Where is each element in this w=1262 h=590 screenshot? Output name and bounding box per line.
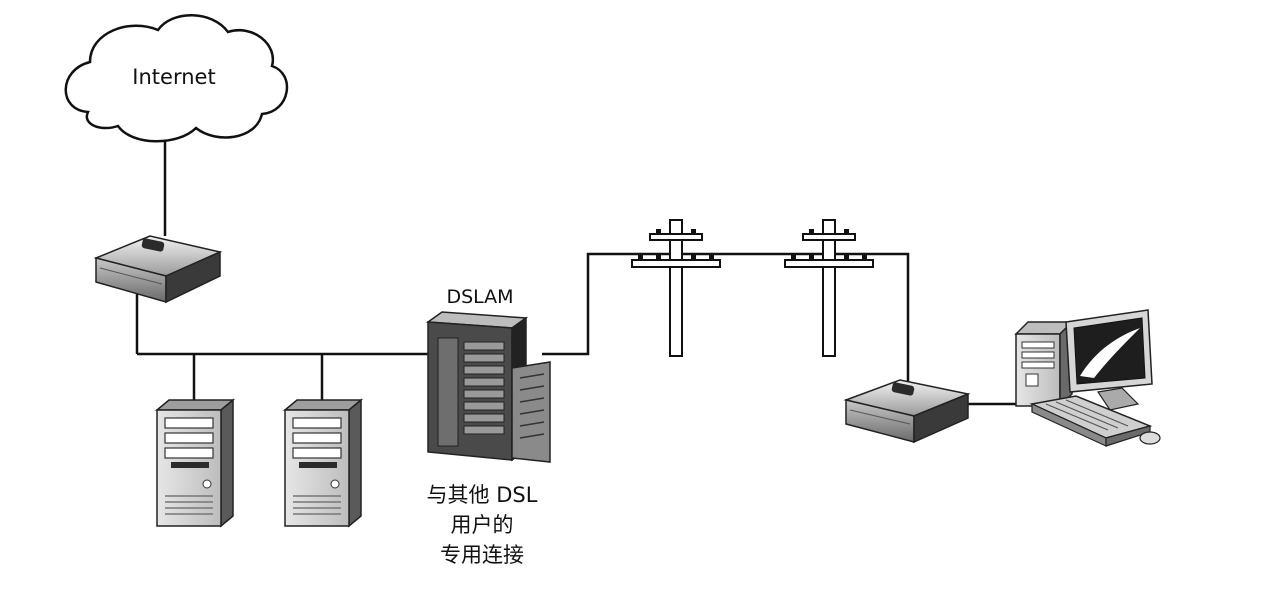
phone-line xyxy=(542,252,910,384)
dslam-label: DSLAM xyxy=(446,286,513,308)
server-1-icon xyxy=(154,398,236,528)
dsl-modem-icon xyxy=(843,379,971,444)
utility-pole-1-icon xyxy=(631,219,721,357)
utility-pole-2-icon xyxy=(784,219,874,357)
connection-lines xyxy=(135,140,1035,406)
desktop-computer-icon xyxy=(1014,309,1161,447)
internet-cloud: Internet xyxy=(64,14,289,143)
server-2-icon xyxy=(282,398,364,528)
mouse xyxy=(1139,431,1161,445)
dedicated-connection-note-line-2: 用户的 xyxy=(451,513,514,537)
internet-label: Internet xyxy=(132,65,215,89)
dedicated-connection-note-line-3: 专用连接 xyxy=(440,543,524,567)
dedicated-connection-note-line-1: 与其他 DSL xyxy=(427,483,538,507)
cloud-shape xyxy=(64,14,289,143)
dslam-rack-icon xyxy=(425,311,551,463)
isp-router-icon xyxy=(93,235,223,304)
